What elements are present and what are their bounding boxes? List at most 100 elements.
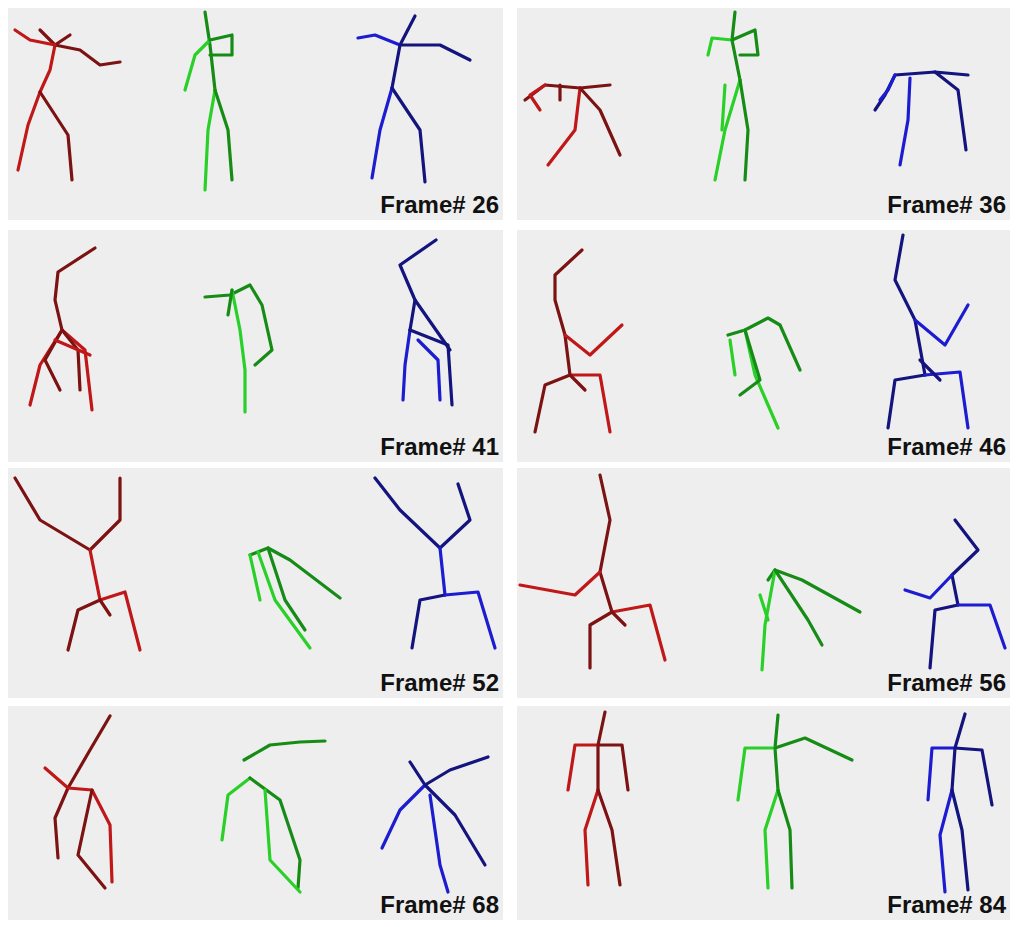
skeleton-limb: [568, 745, 598, 790]
skeleton-limb: [45, 330, 62, 390]
skeleton-limb: [920, 360, 940, 380]
skeleton-limb: [250, 555, 260, 600]
skeleton-limb: [62, 330, 80, 390]
skeleton-limb: [15, 30, 55, 45]
skeleton-limb: [730, 340, 735, 375]
skeleton-limb: [765, 790, 778, 888]
frame-panel: [517, 230, 1010, 462]
frame-panel: [517, 468, 1010, 698]
skeleton-limb: [880, 75, 895, 100]
skeleton-limb: [535, 375, 570, 432]
frame-number: Frame# 56: [887, 671, 1006, 695]
skeleton-limb: [232, 290, 245, 412]
skeleton-limb: [732, 30, 758, 55]
skeleton-limb: [68, 600, 100, 650]
skeleton-limb: [952, 790, 968, 890]
skeleton-limb: [375, 478, 470, 548]
skeleton-limb: [68, 716, 110, 788]
skeleton-limb: [78, 790, 105, 888]
skeleton-limb: [708, 38, 732, 55]
skeleton-limb: [715, 80, 740, 180]
skeleton-limb: [935, 72, 966, 150]
skeleton-limb: [580, 88, 620, 155]
skeleton-limb: [930, 605, 958, 668]
skeleton-limb: [558, 85, 561, 100]
skeleton-limb: [915, 305, 968, 345]
skeleton-limb: [222, 778, 250, 840]
skeleton-limb: [612, 612, 625, 625]
skeleton-limb: [585, 790, 598, 885]
frame-number: Frame# 68: [380, 893, 499, 917]
skeleton-limb: [185, 40, 210, 90]
skeleton-limb: [520, 572, 600, 595]
skeleton-limb: [268, 548, 305, 630]
skeleton-limb: [55, 340, 90, 355]
skeleton-limb: [530, 85, 545, 110]
skeleton-limb: [598, 712, 605, 790]
skeleton-limb: [55, 248, 95, 330]
skeleton-limb: [732, 12, 740, 80]
skeleton-limb: [958, 605, 1005, 648]
skeleton-limb: [875, 72, 968, 110]
skeleton-limb: [15, 478, 120, 550]
skeleton-limb: [205, 90, 215, 190]
skeleton-limb: [760, 595, 768, 620]
skeleton-limb: [565, 325, 622, 355]
skeleton-limb: [382, 785, 425, 848]
frame-number: Frame# 41: [380, 435, 499, 459]
frame-number: Frame# 46: [887, 435, 1006, 459]
skeleton-limb: [740, 330, 760, 395]
skeleton-limb: [215, 90, 232, 180]
frame-panel: [8, 468, 503, 698]
skeleton-limb: [952, 520, 978, 605]
skeleton-limb: [403, 330, 410, 400]
skeleton-limb: [244, 741, 325, 760]
skeleton-limb: [775, 715, 778, 790]
skeleton-limb: [392, 88, 425, 182]
skeleton-limb: [100, 592, 140, 650]
skeleton-limb: [600, 475, 612, 612]
skeleton-limb: [952, 714, 965, 790]
skeleton-limb: [775, 570, 822, 645]
skeleton-limb: [40, 45, 55, 92]
skeleton-limb: [100, 600, 110, 615]
skeleton-limb: [250, 778, 300, 888]
skeleton-limb: [90, 550, 100, 600]
frame-panel: [517, 8, 1010, 220]
skeleton-limb: [590, 612, 612, 668]
frame-panel: [8, 8, 503, 220]
frame-number: Frame# 36: [887, 193, 1006, 217]
frame-number: Frame# 84: [887, 893, 1006, 917]
skeleton-limb: [418, 340, 440, 400]
skeleton-limb: [372, 88, 392, 178]
skeleton-limb: [895, 235, 925, 375]
skeleton-limb: [228, 290, 232, 315]
skeleton-limb: [525, 85, 610, 100]
frame-number: Frame# 52: [380, 671, 499, 695]
skeleton-limb: [445, 592, 495, 648]
skeleton-limb: [62, 330, 92, 410]
skeleton-limb: [548, 88, 580, 165]
skeleton-limb: [925, 372, 968, 428]
skeleton-limb: [722, 85, 725, 130]
skeleton-limb: [210, 35, 232, 55]
skeleton-limb: [775, 738, 852, 760]
skeleton-limb: [728, 318, 800, 370]
skeleton-limb: [392, 16, 415, 88]
skeleton-limb: [400, 45, 470, 60]
skeleton-limb: [412, 595, 445, 648]
skeleton-limb: [18, 92, 40, 170]
skeleton-limb: [905, 575, 952, 598]
skeleton-limb: [940, 790, 952, 892]
skeleton-limb: [415, 300, 450, 350]
skeleton-limb: [900, 78, 910, 165]
skeleton-limb: [738, 748, 775, 800]
skeleton-limb: [410, 757, 488, 785]
skeleton-limb: [555, 250, 582, 375]
skeleton-limb: [400, 240, 436, 330]
skeleton-limb: [358, 35, 400, 45]
skeleton-limb: [55, 788, 68, 858]
skeleton-limb: [570, 375, 585, 390]
skeleton-limb: [40, 92, 72, 180]
skeleton-limb: [740, 80, 748, 180]
